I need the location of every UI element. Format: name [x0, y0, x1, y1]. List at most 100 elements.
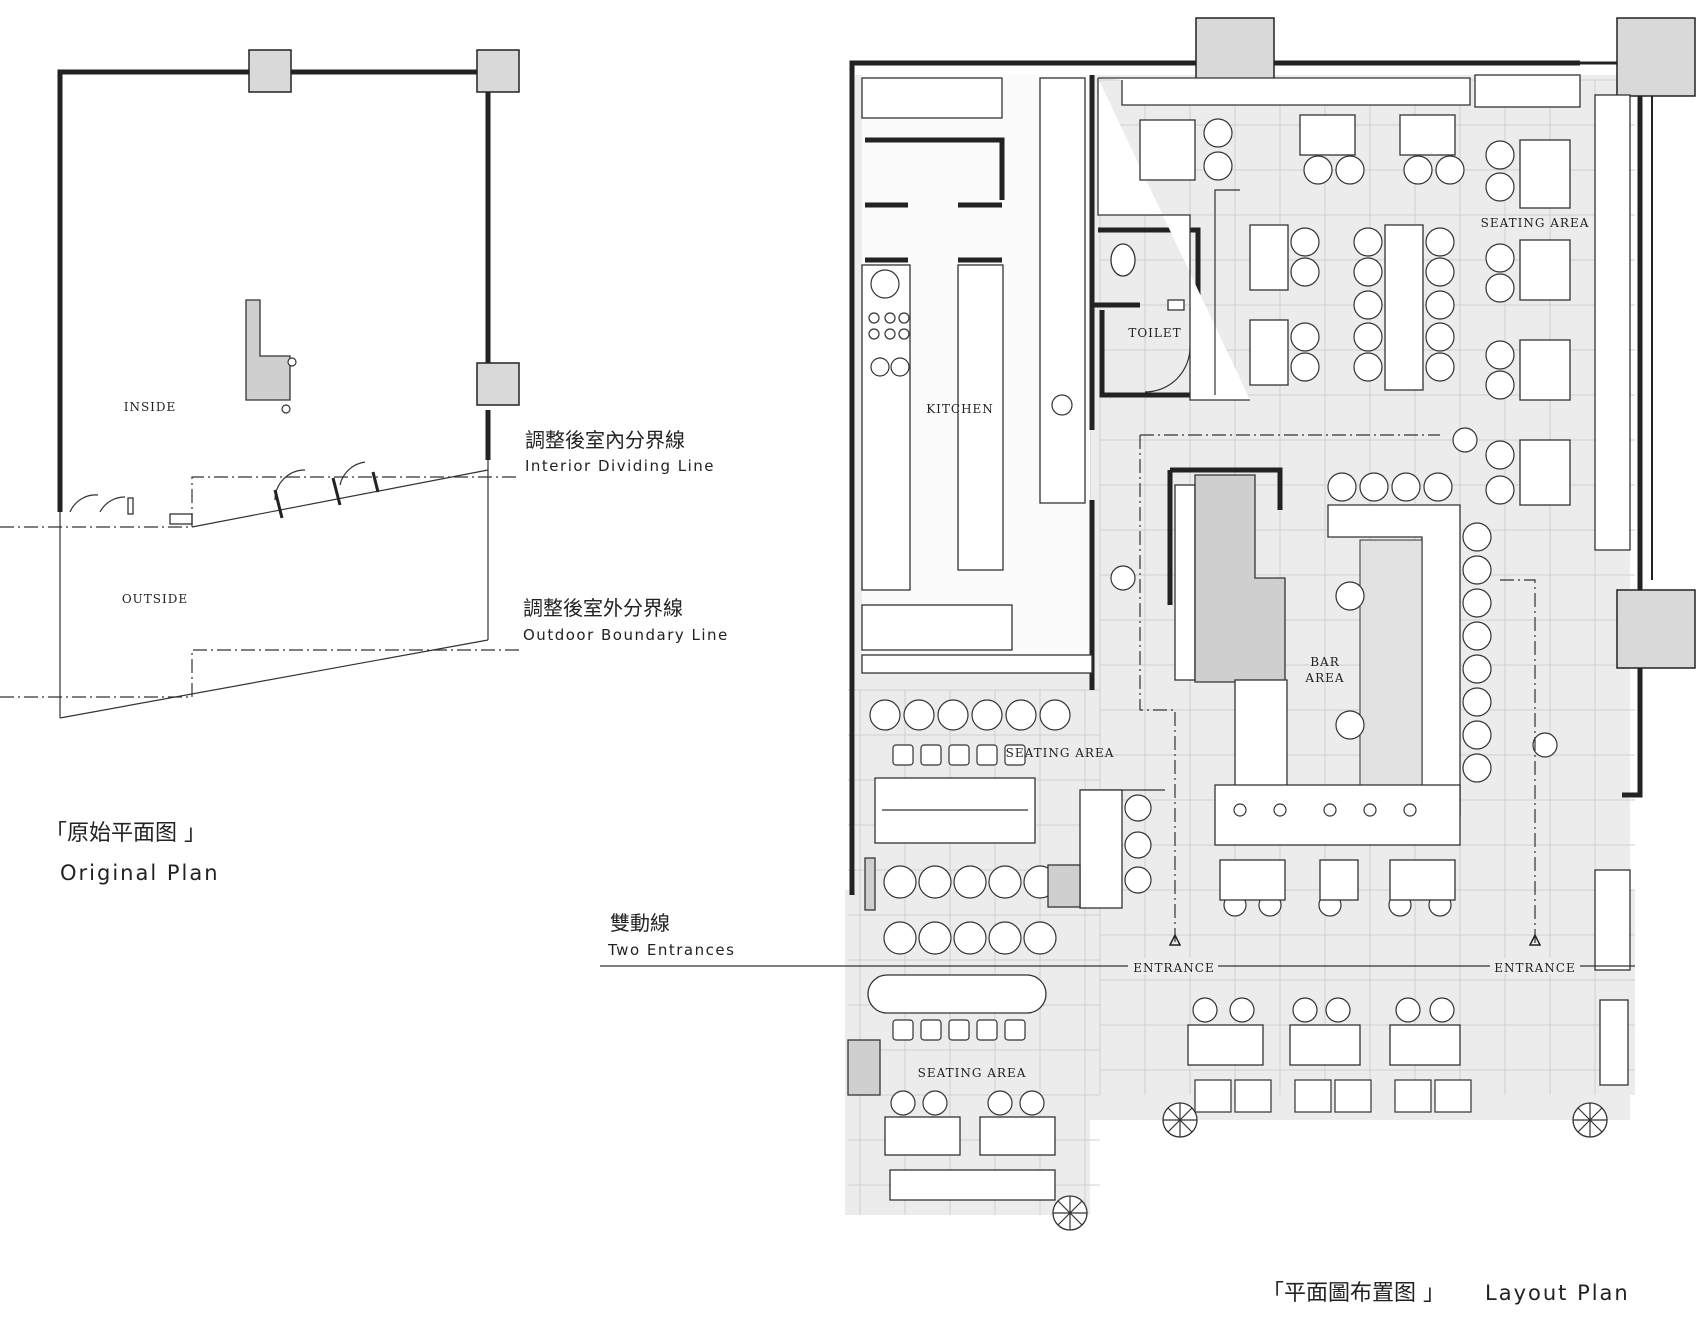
table — [1519, 239, 1571, 301]
table — [1249, 224, 1289, 291]
chair — [1485, 475, 1515, 505]
wall-bench-top — [1098, 77, 1471, 106]
chair — [1353, 352, 1383, 382]
kitchen-label: KITCHEN — [926, 402, 994, 416]
stool — [920, 744, 942, 766]
door-swing — [339, 461, 366, 486]
chair — [1124, 866, 1152, 894]
lounge-chair — [1194, 1079, 1232, 1113]
chair — [1353, 290, 1383, 320]
two-entrances-cn: 雙動線 — [610, 911, 670, 935]
column — [476, 49, 520, 93]
chair — [953, 865, 987, 899]
entrance-marker-left — [1168, 933, 1182, 946]
original-counter — [245, 299, 291, 401]
door-leaf — [371, 471, 380, 493]
terrace-bench — [889, 1169, 1056, 1201]
chair — [1273, 803, 1287, 817]
stool — [281, 404, 291, 414]
table — [1519, 439, 1571, 506]
chair — [1290, 257, 1320, 287]
chair — [953, 921, 987, 955]
table — [1319, 859, 1359, 901]
stool — [892, 1019, 914, 1041]
chair — [1429, 997, 1455, 1023]
original-plan-title-en: Original Plan — [60, 861, 220, 885]
chair — [1391, 472, 1421, 502]
long-table — [1384, 224, 1424, 391]
chair — [1425, 352, 1455, 382]
chair — [1462, 654, 1492, 684]
circulation-line-right — [1500, 579, 1536, 945]
stool — [976, 1019, 998, 1041]
toilet-sink — [1167, 299, 1185, 311]
chair — [1462, 522, 1492, 552]
outdoor-line-cn: 調整後室外分界線 — [523, 596, 683, 620]
chair — [1335, 155, 1365, 185]
chair — [1425, 322, 1455, 352]
terrace-oval-table — [867, 974, 1047, 1014]
door-leaf — [273, 489, 284, 519]
bar-staff — [1110, 427, 1558, 758]
chair — [1229, 997, 1255, 1023]
bench-end — [864, 857, 876, 911]
door-swing — [274, 469, 306, 501]
bar-front-table — [1214, 784, 1461, 846]
chair — [1425, 290, 1455, 320]
outdoor-line-en: Outdoor Boundary Line — [523, 626, 729, 644]
table — [1519, 339, 1571, 401]
door-leaf — [127, 497, 134, 515]
circulation-line-left — [1139, 435, 1176, 945]
stool — [287, 357, 297, 367]
chair — [1192, 997, 1218, 1023]
table — [1187, 1024, 1264, 1066]
table — [1289, 1024, 1361, 1066]
chair — [1485, 440, 1515, 470]
seating-area-label-middle: SEATING AREA — [1006, 746, 1115, 760]
chair — [1203, 151, 1233, 181]
bar-inner — [1359, 539, 1423, 816]
table — [884, 1116, 961, 1156]
chair — [890, 1090, 916, 1116]
interior-dividing-line — [0, 476, 520, 528]
stool — [1004, 744, 1026, 766]
entrance-label-bg — [1490, 958, 1580, 974]
table — [1519, 139, 1571, 209]
chair — [1485, 273, 1515, 303]
layout-plan-title-en: Layout Plan — [1485, 1281, 1630, 1305]
chair — [1425, 257, 1455, 287]
lounge-chair — [1294, 1079, 1332, 1113]
chair — [1485, 172, 1515, 202]
table — [1219, 859, 1286, 901]
bar-area-label-1: BAR — [1310, 655, 1340, 669]
bench — [1599, 999, 1629, 1086]
chair — [1423, 472, 1453, 502]
table — [1139, 119, 1196, 181]
lounge-chair — [1234, 1079, 1272, 1113]
chair — [1425, 227, 1455, 257]
stool — [948, 744, 970, 766]
chair — [869, 699, 901, 731]
column — [248, 49, 292, 93]
two-entrances-en: Two Entrances — [607, 941, 735, 959]
east-bench — [1594, 94, 1631, 551]
kitchen-pass — [861, 654, 1093, 674]
chair — [1403, 803, 1417, 817]
table — [1389, 859, 1456, 901]
chair — [1323, 803, 1337, 817]
partition-block — [1079, 789, 1123, 909]
lounge-chair — [1394, 1079, 1432, 1113]
seating-area-label-top-right: SEATING AREA — [1481, 216, 1590, 230]
chair — [1353, 227, 1383, 257]
table — [979, 1116, 1056, 1156]
layout-plan-title-cn: 「平面圖布置图 」 — [1262, 1281, 1445, 1306]
kitchen-counter-center — [957, 264, 1004, 571]
original-plan: INSIDE OUTSIDE 調整後室內分界線 Interior Dividin… — [0, 49, 729, 885]
chair — [1485, 340, 1515, 370]
host-stand — [1047, 864, 1081, 908]
chair — [1039, 699, 1071, 731]
toilet-wall-inner — [1089, 230, 1140, 308]
parasols — [1052, 1102, 1608, 1231]
booth-edge — [1214, 189, 1240, 395]
